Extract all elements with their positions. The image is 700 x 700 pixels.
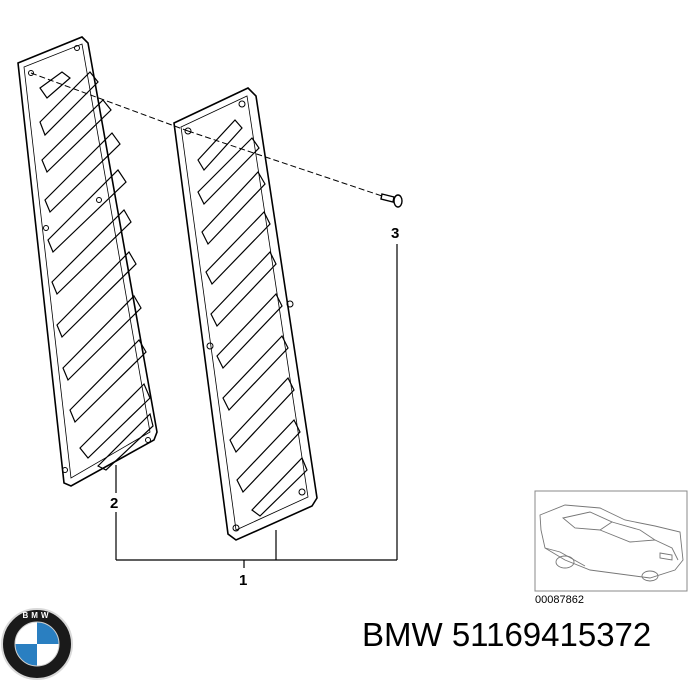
assembly-lines: [30, 72, 383, 197]
brand-name: BMW: [362, 616, 443, 653]
vehicle-thumbnail: [534, 490, 688, 592]
reference-number: 00087862: [535, 594, 584, 606]
rest-plate-drawing: [17, 36, 158, 487]
logo-letters: BMW: [23, 611, 52, 620]
callout-1: 1: [239, 572, 247, 589]
brand-part-number: BMW 51169415372: [362, 616, 651, 654]
callout-3: 3: [391, 225, 399, 242]
pedal-cover-drawing: [173, 87, 318, 541]
bmw-logo: BMW: [1, 608, 73, 680]
part-number: 51169415372: [451, 616, 652, 653]
callout-2: 2: [110, 495, 118, 512]
callout-leaders: [115, 244, 398, 568]
screw-drawing: [380, 193, 403, 208]
